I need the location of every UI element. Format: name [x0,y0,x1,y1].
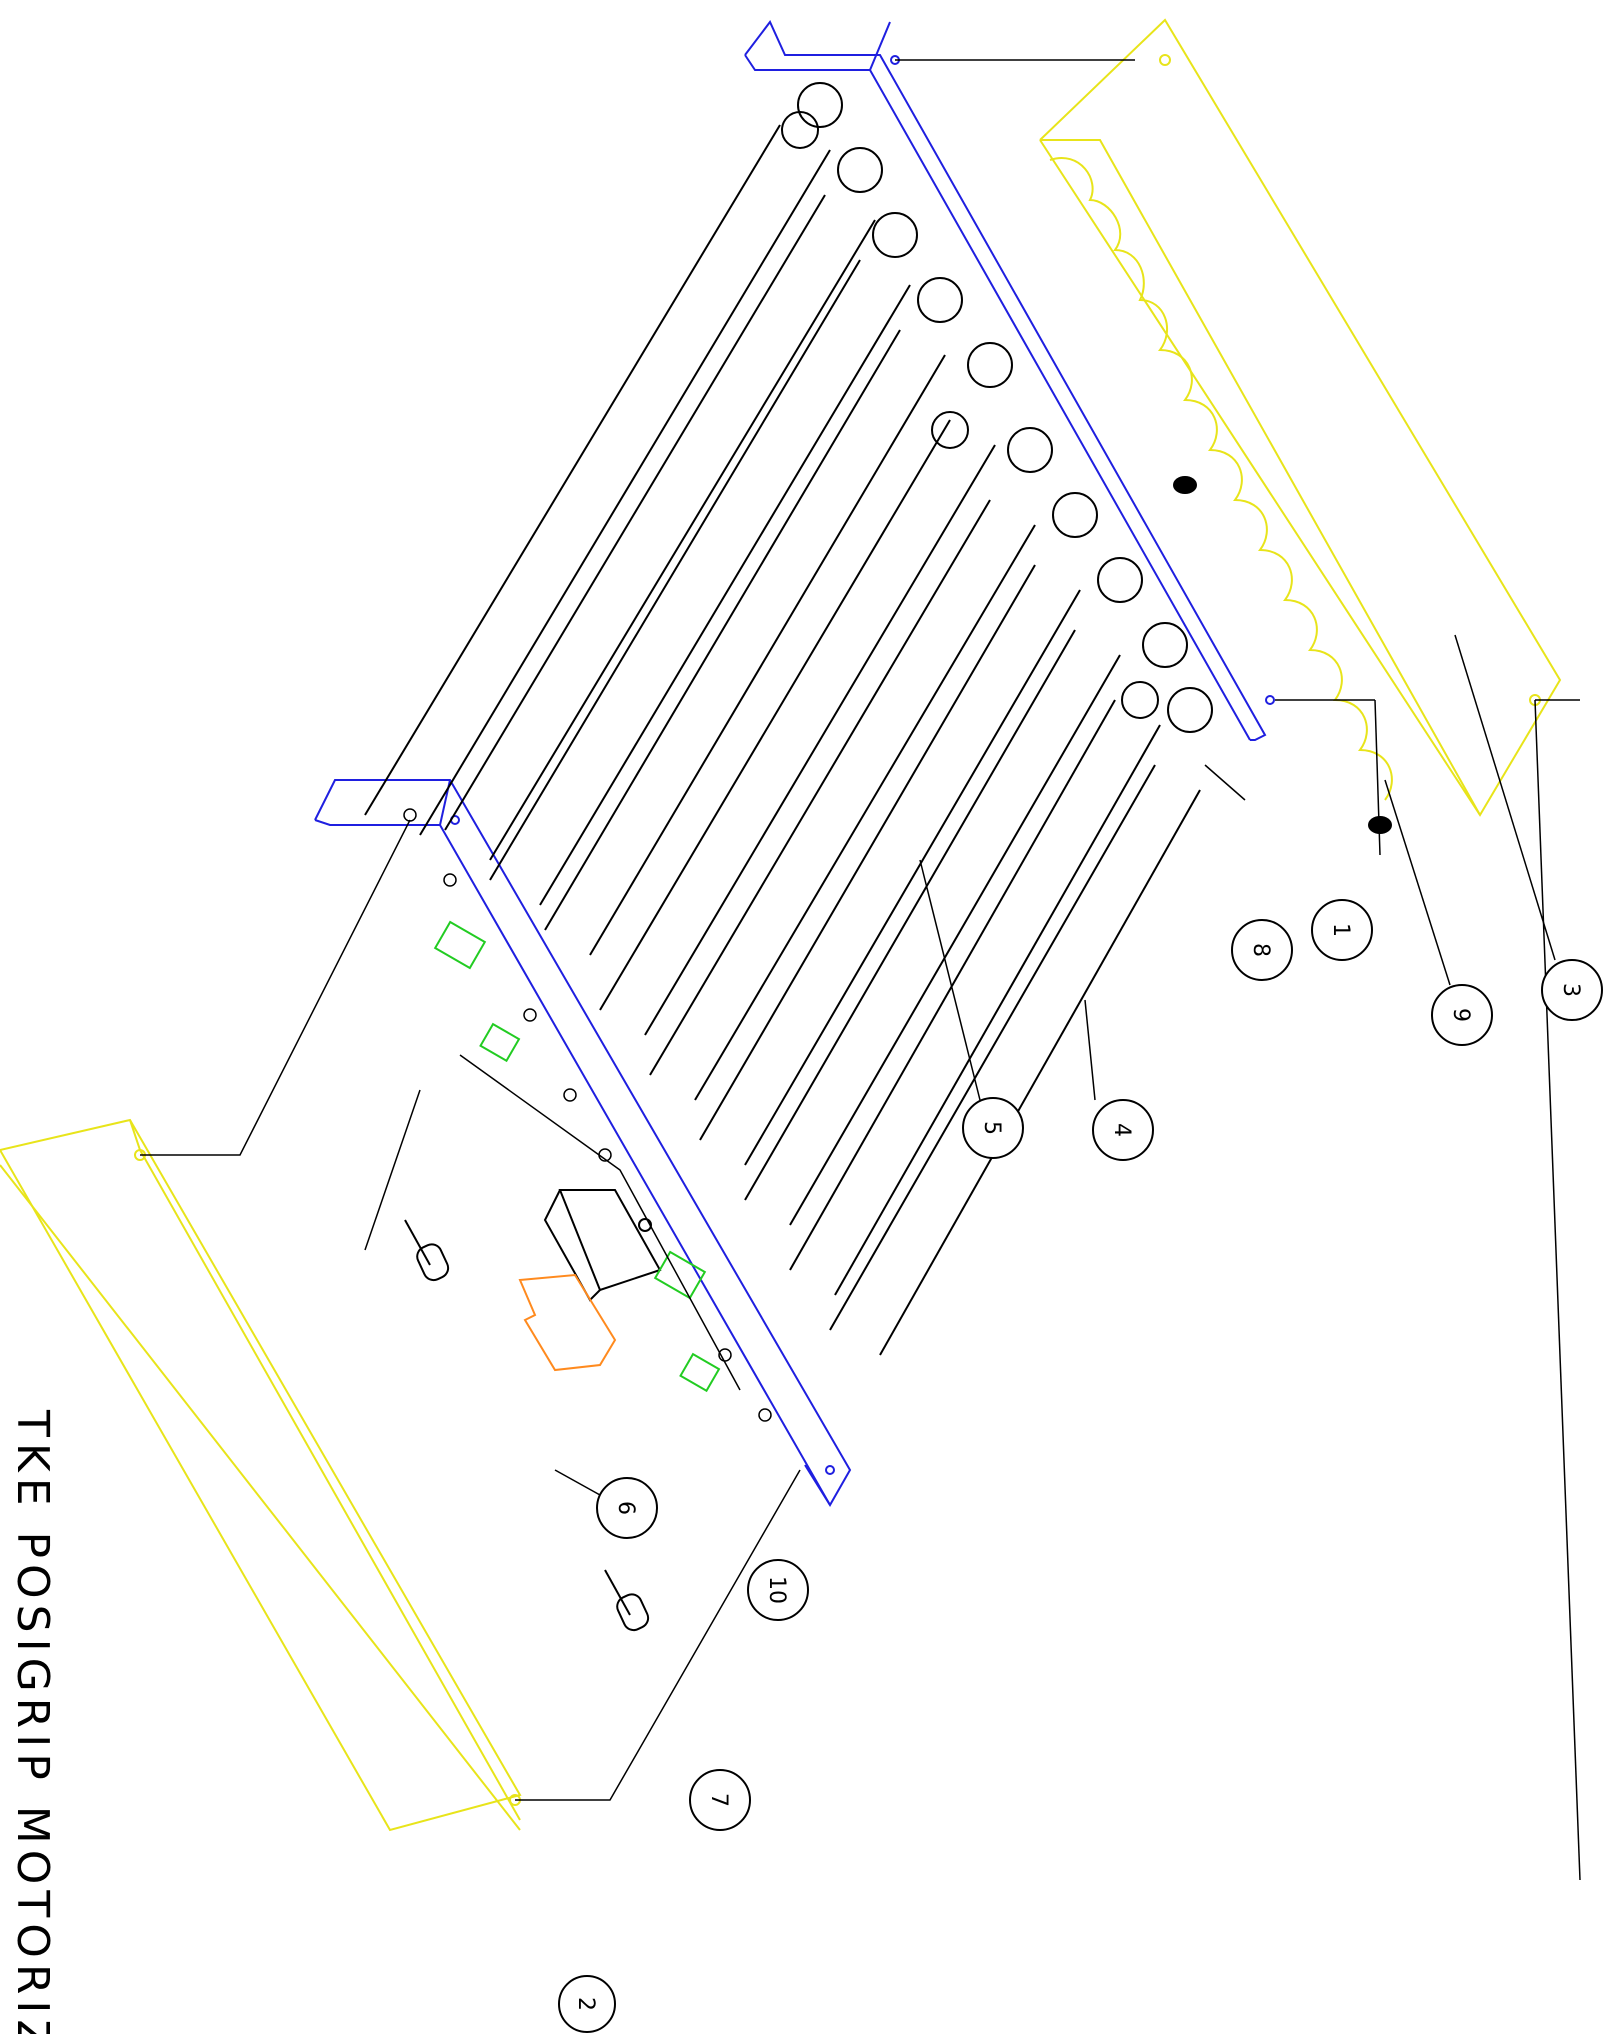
green-brackets-part-10 [433,920,721,1393]
roller-6 [649,427,1053,1101]
svg-text:3: 3 [1558,983,1583,997]
sensors-part-7 [404,1219,650,1632]
roller-8 [744,557,1143,1226]
callout-1: 1 [1311,899,1373,961]
svg-text:4: 4 [1109,1123,1134,1137]
callout-2: 2 [558,1975,616,2033]
rubber-feet-part-9 [1173,476,1392,834]
svg-text:9: 9 [1448,1008,1473,1022]
roller-7 [699,492,1098,1166]
roller-group [364,82,1213,1356]
callout-6: 6 [596,1477,658,1539]
svg-text:2: 2 [573,1997,598,2011]
roller-10 [829,687,1213,1356]
motor-mount-part-6 [518,1273,617,1372]
svg-text:1: 1 [1328,923,1353,937]
svg-text:6: 6 [613,1501,638,1515]
roller-4 [544,277,963,956]
upper-frame-part-1 [744,20,1275,741]
callout-9: 9 [1431,984,1493,1046]
roller-2 [444,147,883,861]
motor-housing [543,1189,662,1302]
callout-5: 5 [962,1097,1024,1159]
top-cover-part-3 [1039,18,1562,817]
callout-4: 4 [1092,1099,1154,1161]
svg-text:10: 10 [764,1576,789,1604]
bottom-cover-part-2 [0,1118,522,1832]
roller-9 [789,622,1188,1296]
leader-lines [140,59,1581,1881]
roller-5 [599,342,1013,1036]
drawing-title: TKE POSIGRIP MOTORIZ [7,1409,58,2034]
svg-text:5: 5 [979,1121,1004,1135]
lower-frame-part-1 [314,779,852,1507]
callout-3: 3 [1541,959,1603,1021]
svg-text:8: 8 [1248,943,1273,957]
roller-3 [489,212,918,906]
svg-text:7: 7 [706,1793,731,1807]
roller-1 [364,82,843,836]
callout-7: 7 [689,1769,751,1831]
mounting-bolts [403,808,772,1422]
callout-8: 8 [1231,919,1293,981]
callout-10: 10 [747,1559,809,1621]
